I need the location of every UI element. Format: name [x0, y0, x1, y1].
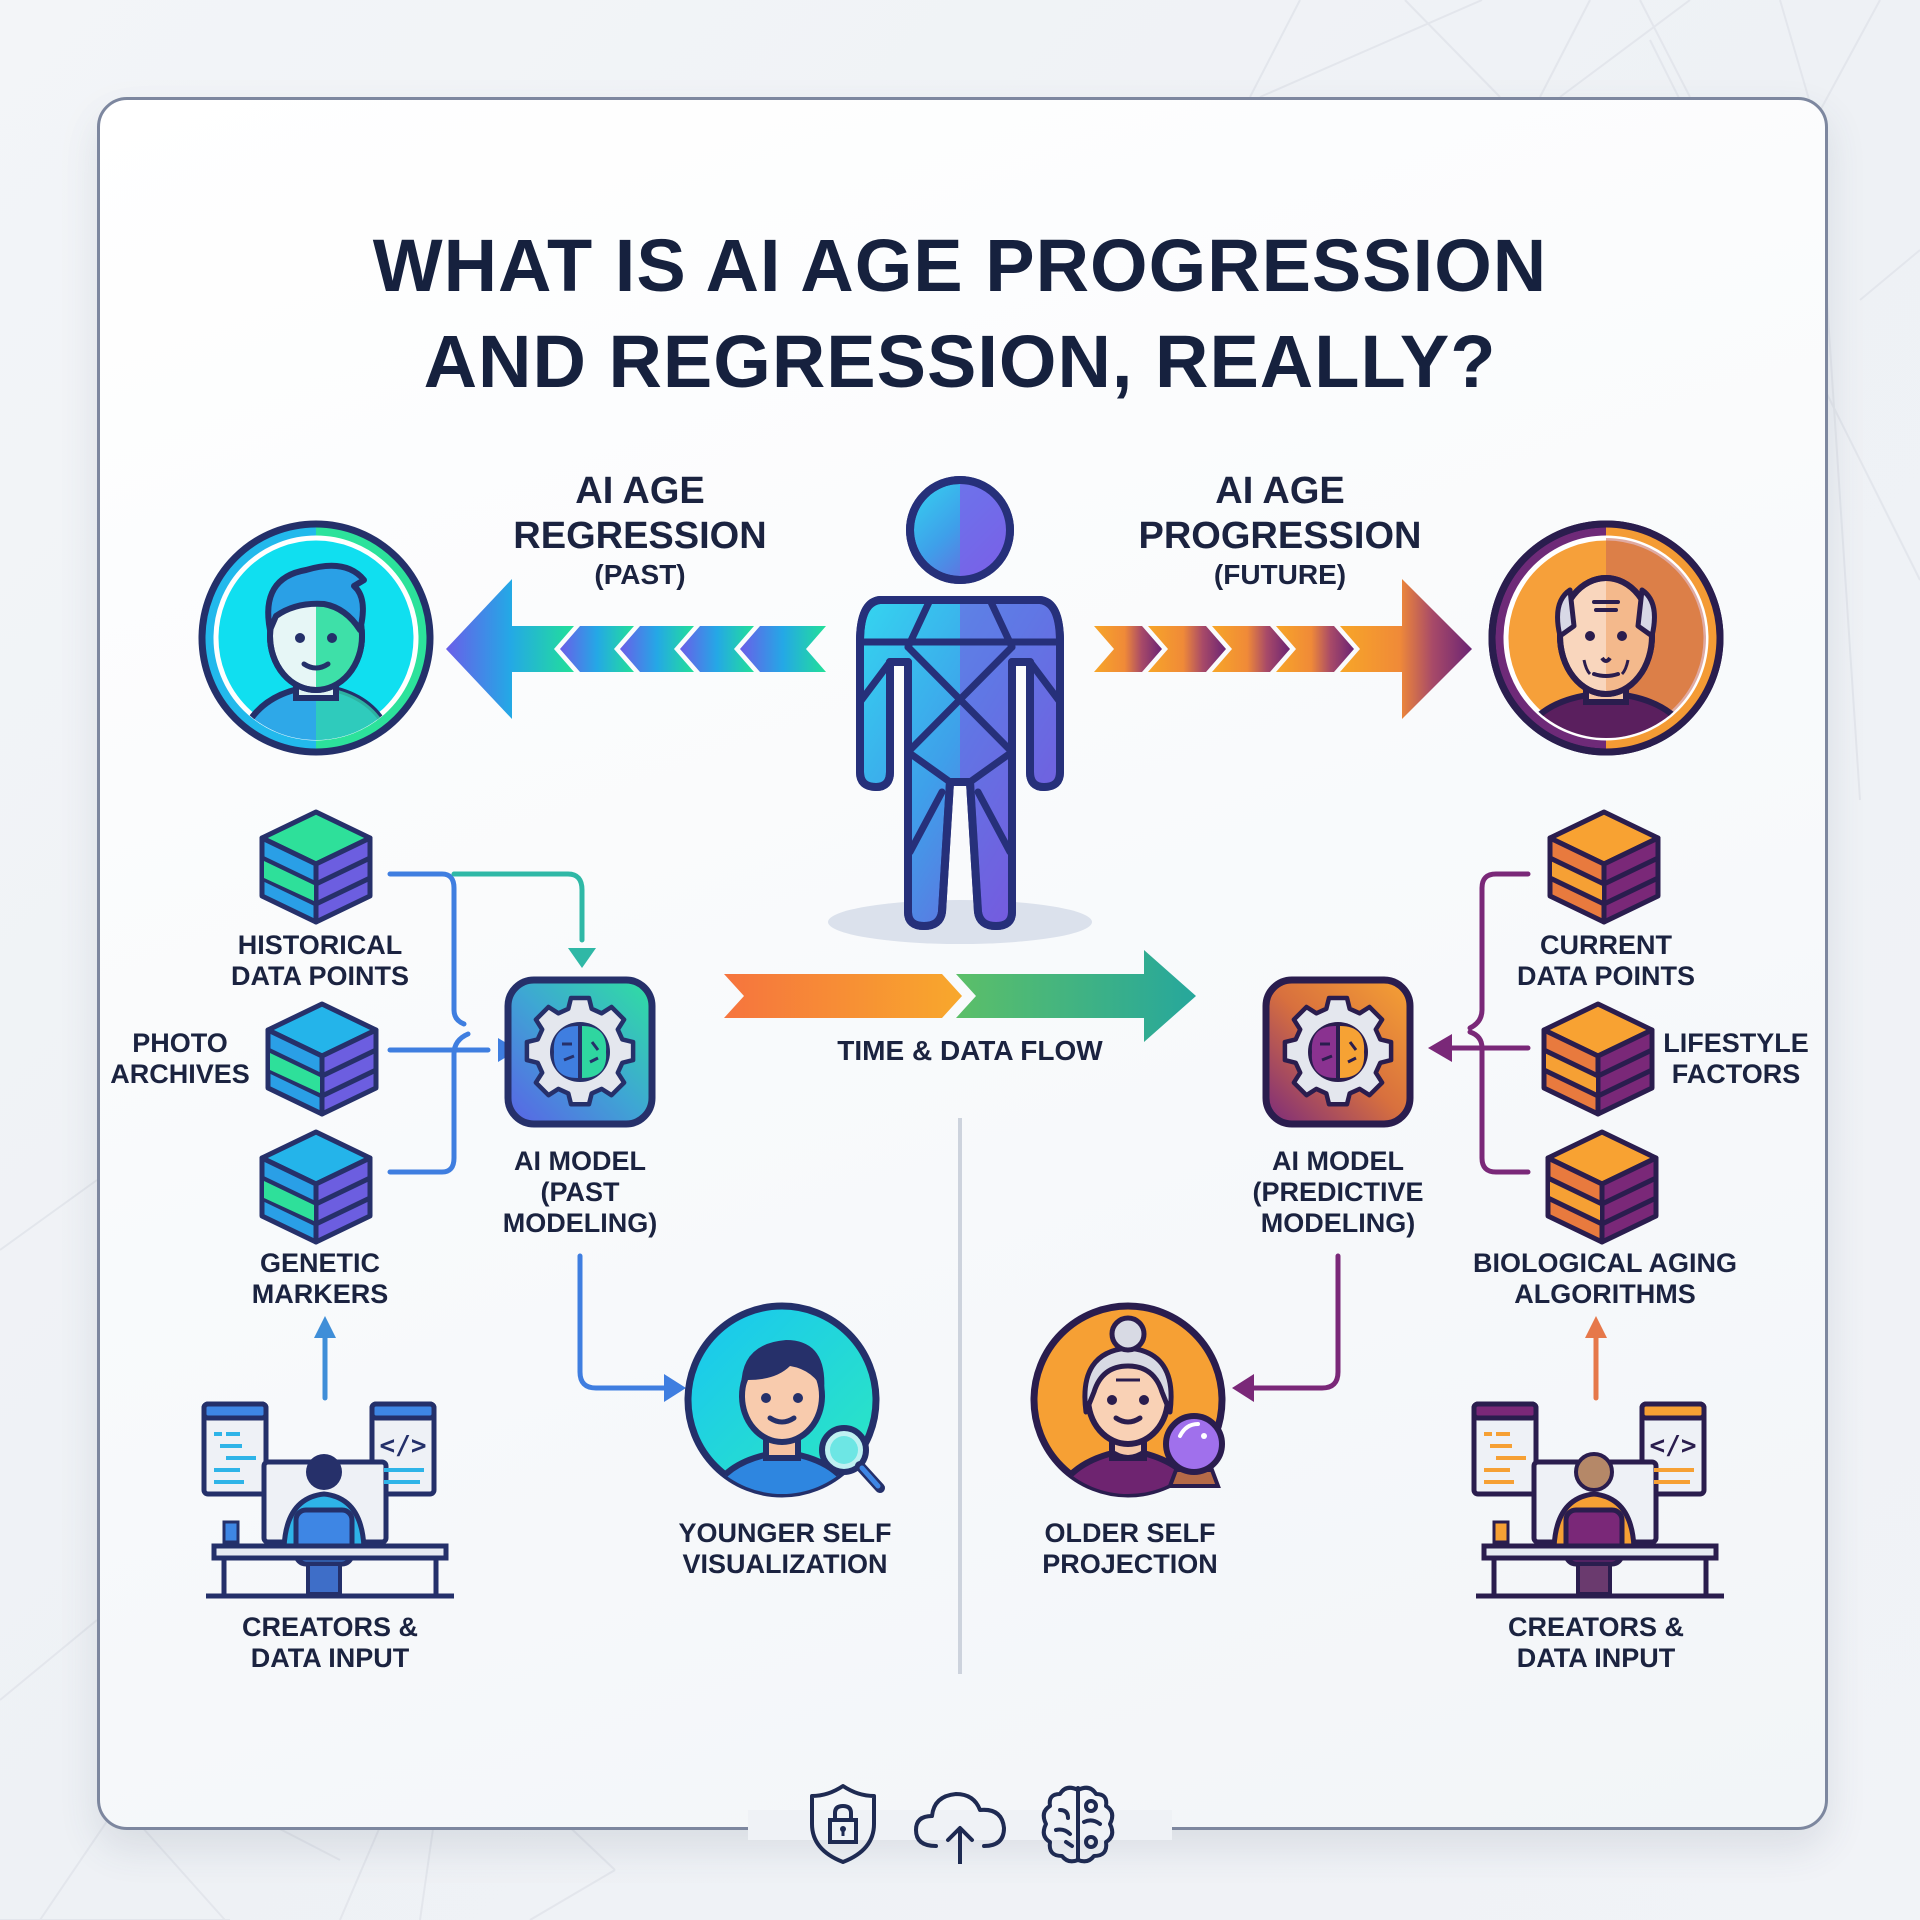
- model-to-older-arrow: [1232, 1253, 1341, 1402]
- time-data-flow-label: TIME & DATA FLOW: [837, 1035, 1103, 1066]
- page-title: WHAT IS AI AGE PROGRESSION AND REGRESSIO…: [0, 218, 1920, 410]
- progression-heading: AI AGE PROGRESSION (FUTURE): [1100, 468, 1460, 592]
- label-line2: ALGORITHMS: [1514, 1279, 1696, 1309]
- data-stack-icon: [259, 1129, 373, 1245]
- younger-self-avatar-icon: [684, 1302, 885, 1498]
- ai-model-past-icon: [504, 976, 656, 1128]
- old-man-avatar-icon: [1488, 520, 1724, 756]
- label-line1: YOUNGER SELF: [678, 1518, 892, 1548]
- label-line2: DATA POINTS: [231, 961, 409, 991]
- label-line2: DATA INPUT: [250, 1643, 410, 1673]
- regression-heading-line3: (PAST): [594, 559, 686, 590]
- ai-model-predictive-icon: [1262, 976, 1414, 1128]
- label-line1: CURRENT: [1540, 930, 1672, 960]
- label-line1: AI MODEL: [1272, 1146, 1404, 1176]
- biological-aging-algorithms-label: BIOLOGICAL AGING ALGORITHMS: [1440, 1248, 1770, 1310]
- photo-archives-label: PHOTO ARCHIVES: [100, 1028, 260, 1090]
- label-line1: GENETIC: [259, 1248, 380, 1278]
- creator-workstation-icon: </>: [201, 1401, 454, 1599]
- label-line1: PHOTO: [132, 1028, 228, 1058]
- data-stack-icon: [1541, 1001, 1655, 1117]
- label-line3: MODELING): [1260, 1208, 1416, 1238]
- label-line2: (PAST: [540, 1177, 620, 1207]
- label-line1: OLDER SELF: [1044, 1518, 1216, 1548]
- cloud-upload-icon: [914, 1792, 1006, 1864]
- label-line2: DATA POINTS: [1517, 961, 1695, 991]
- label-line3: MODELING): [502, 1208, 658, 1238]
- creators-data-input-label-right: CREATORS & DATA INPUT: [1466, 1612, 1726, 1674]
- human-figure-icon: [828, 476, 1092, 944]
- label-line2: (PREDICTIVE: [1252, 1177, 1424, 1207]
- data-stack-icon: [265, 1001, 379, 1117]
- progression-arrow: [1094, 579, 1472, 719]
- progression-heading-line3: (FUTURE): [1213, 559, 1347, 590]
- title-line-1: WHAT IS AI AGE PROGRESSION: [372, 224, 1548, 307]
- progression-heading-line1: AI AGE: [1215, 470, 1345, 512]
- current-data-points-label: CURRENT DATA POINTS: [1476, 930, 1736, 992]
- progression-heading-line2: PROGRESSION: [1138, 515, 1422, 557]
- young-man-avatar-icon: [198, 520, 434, 756]
- older-self-label: OLDER SELF PROJECTION: [990, 1518, 1270, 1580]
- label-line2: ARCHIVES: [110, 1059, 250, 1089]
- label-line1: AI MODEL: [514, 1146, 646, 1176]
- label-line1: BIOLOGICAL AGING: [1472, 1248, 1737, 1278]
- data-stack-icon: [259, 809, 373, 925]
- regression-arrow: [446, 579, 826, 719]
- label-line2: MARKERS: [251, 1279, 389, 1309]
- svg-text:</>: </>: [1650, 1431, 1697, 1461]
- data-stack-icon: [1547, 809, 1661, 925]
- older-self-avatar-icon: [1030, 1302, 1226, 1498]
- label-line2: FACTORS: [1671, 1059, 1801, 1089]
- center-divider: [958, 1118, 962, 1674]
- shield-lock-icon: [810, 1784, 876, 1864]
- genetic-markers-label: GENETIC MARKERS: [210, 1248, 430, 1310]
- regression-heading-line1: AI AGE: [575, 470, 705, 512]
- data-stack-icon: [1545, 1129, 1659, 1245]
- label-line2: VISUALIZATION: [682, 1549, 888, 1579]
- brain-icon: [1041, 1785, 1115, 1864]
- label-line1: CREATORS &: [241, 1612, 418, 1642]
- model-to-younger-arrow: [577, 1253, 686, 1402]
- younger-self-label: YOUNGER SELF VISUALIZATION: [640, 1518, 930, 1580]
- right-input-connectors: [1428, 871, 1531, 1175]
- title-line-2: AND REGRESSION, REALLY?: [423, 320, 1497, 403]
- regression-heading-line2: REGRESSION: [513, 515, 767, 557]
- lifestyle-factors-label: LIFESTYLE FACTORS: [1656, 1028, 1816, 1090]
- time-data-flow-arrow: [724, 950, 1196, 1042]
- creator-workstation-icon: </>: [1471, 1401, 1724, 1599]
- regression-heading: AI AGE REGRESSION (PAST): [470, 468, 810, 592]
- svg-text:</>: </>: [380, 1431, 427, 1461]
- creators-up-arrow: [1585, 1316, 1607, 1401]
- label-line1: LIFESTYLE: [1663, 1028, 1809, 1058]
- ai-model-predictive-label: AI MODEL (PREDICTIVE MODELING): [1218, 1146, 1458, 1239]
- historical-data-points-label: HISTORICAL DATA POINTS: [190, 930, 450, 992]
- label-line1: HISTORICAL: [237, 930, 403, 960]
- label-line2: PROJECTION: [1042, 1549, 1218, 1579]
- label-line1: CREATORS &: [1507, 1612, 1684, 1642]
- ai-model-past-label: AI MODEL (PAST MODELING): [470, 1146, 690, 1239]
- creators-data-input-label-left: CREATORS & DATA INPUT: [200, 1612, 460, 1674]
- label-line2: DATA INPUT: [1516, 1643, 1676, 1673]
- creators-up-arrow: [314, 1316, 336, 1401]
